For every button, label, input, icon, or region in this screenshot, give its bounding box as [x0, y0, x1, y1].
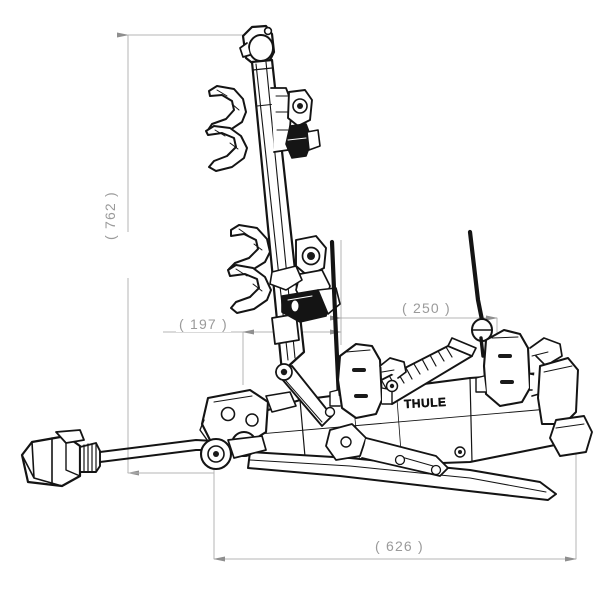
- frame-support-rod-rear: [467, 229, 493, 358]
- electrical-plug-13-pin: [20, 429, 101, 488]
- dimension-label-250: ( 250 ): [399, 300, 454, 316]
- tow-ball-coupling: [199, 388, 270, 471]
- wheel-tray-front: [329, 342, 393, 420]
- dimension-label-762: ( 762 ): [102, 188, 118, 243]
- dimension-label-626: ( 626 ): [372, 538, 427, 554]
- hardware-bolts: [324, 379, 466, 458]
- tilt-strut: [265, 363, 333, 427]
- light-board: [537, 357, 579, 425]
- tail-light-left: [549, 415, 593, 457]
- wheel-strap-front: [379, 357, 407, 379]
- thule-brand-logo: THULE: [403, 394, 447, 412]
- tilt-release-pedal: [325, 423, 449, 477]
- wheel-holder-upper: [205, 85, 248, 172]
- dimension-label-197: ( 197 ): [176, 316, 231, 332]
- mast-arm: [239, 24, 306, 374]
- wheel-holder-lower: [227, 224, 272, 314]
- frame-clamp-upper: [285, 89, 321, 159]
- dimension-762: [117, 32, 258, 476]
